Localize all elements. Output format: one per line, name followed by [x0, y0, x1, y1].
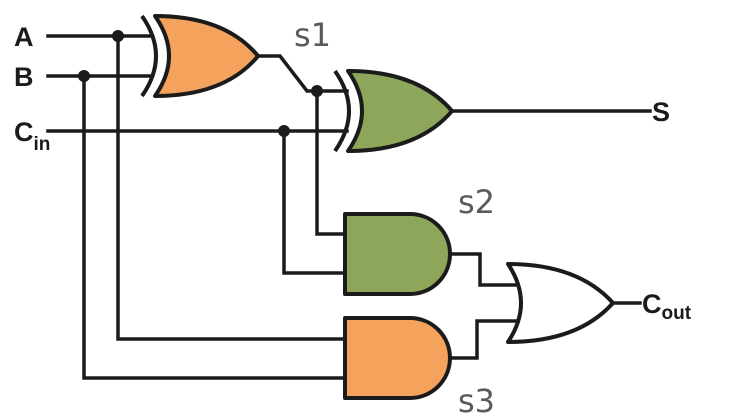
- or-gate-body: [506, 262, 615, 344]
- signal-label-s3: s3: [458, 382, 495, 420]
- wire-s3: [450, 319, 520, 360]
- junction-b: [78, 70, 90, 82]
- input-label-cin-sub: in: [34, 134, 51, 155]
- wire-b-to-and2: [82, 74, 347, 380]
- junctions: [78, 30, 323, 137]
- wires: [46, 34, 652, 380]
- input-label-a: A: [14, 22, 34, 52]
- and-gate-2: [343, 316, 452, 400]
- output-label-cout-main: C: [642, 289, 662, 319]
- wire-a-to-and2: [116, 34, 347, 341]
- junction-cin: [278, 125, 290, 137]
- wire-s2: [450, 252, 520, 287]
- wire-cin-to-and1: [282, 129, 347, 275]
- wire-s1-to-and1: [315, 89, 347, 236]
- input-label-b: B: [14, 62, 34, 92]
- wire-s1: [253, 54, 349, 93]
- output-label-s: S: [652, 97, 670, 127]
- signal-label-s2: s2: [458, 183, 495, 221]
- and-gate-1: [343, 212, 452, 296]
- output-label-cout-sub: out: [662, 303, 692, 324]
- xor-gate-1-body: [153, 14, 260, 98]
- or-gate: [506, 262, 615, 344]
- signal-label-s1: s1: [294, 16, 331, 54]
- xor-gate-1: [140, 14, 260, 98]
- output-label-cout: Cout: [642, 289, 692, 324]
- labels: A B Cin S Cout s1 s2 s3: [14, 16, 692, 420]
- junction-s1: [311, 85, 323, 97]
- and-gate-1-body: [343, 212, 452, 296]
- xor-gate-2-back-curve: [333, 69, 351, 153]
- xor-gate-2: [333, 69, 454, 153]
- input-label-cin-main: C: [14, 117, 34, 147]
- and-gate-2-body: [343, 316, 452, 400]
- input-label-cin: Cin: [14, 117, 50, 155]
- junction-a: [112, 30, 124, 42]
- xor-gate-2-body: [346, 69, 454, 153]
- xor-gate-1-back-curve: [140, 14, 158, 98]
